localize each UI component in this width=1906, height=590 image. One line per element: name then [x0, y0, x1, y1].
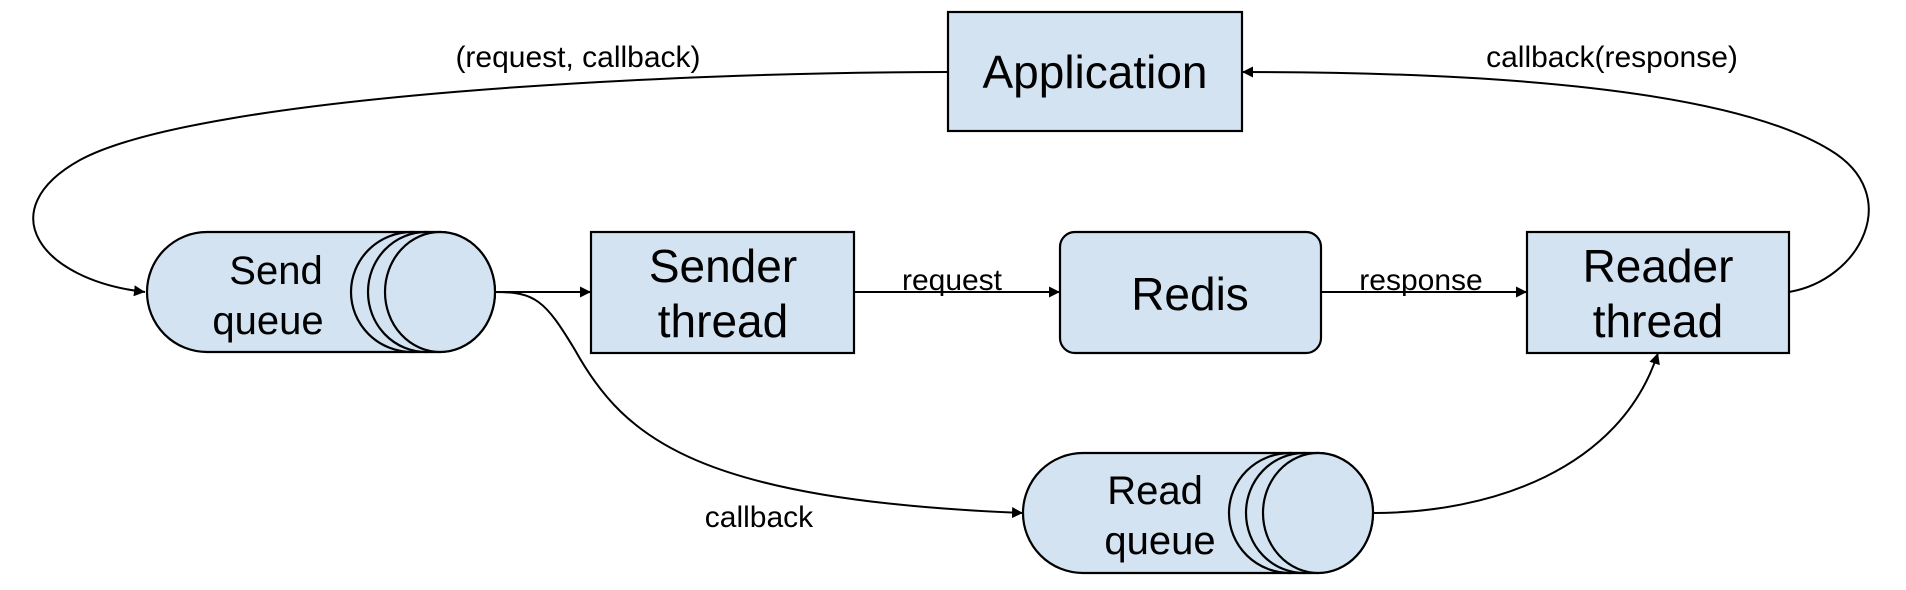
- edge-label-request-callback: (request, callback): [455, 41, 700, 74]
- application-label: Application: [982, 46, 1207, 98]
- edge-reader-thread-to-application: callback(response): [1241, 41, 1870, 293]
- edge-label-callback: callback: [705, 501, 814, 534]
- edge-sender-thread-to-redis: request: [854, 264, 1060, 298]
- sender-thread-label-line1: Sender: [649, 240, 797, 292]
- read-queue-node: Read queue: [1021, 451, 1375, 575]
- redis-label: Redis: [1131, 268, 1249, 320]
- queue-disc-front: [1261, 451, 1375, 575]
- send-queue-node: Send queue: [145, 230, 497, 354]
- edge-application-to-send-queue: (request, callback): [32, 41, 949, 297]
- edge-label-request: request: [902, 264, 1003, 297]
- edge-send-queue-to-read-queue: callback: [494, 291, 1024, 534]
- edge-redis-to-reader-thread: response: [1321, 264, 1527, 298]
- send-queue-label-line1: Send: [229, 249, 322, 293]
- application-node: Application: [946, 10, 1244, 133]
- edge-label-response: response: [1359, 264, 1482, 297]
- redis-node: Redis: [1058, 230, 1323, 355]
- read-queue-label-line1: Read: [1107, 469, 1203, 513]
- sender-thread-node: Sender thread: [589, 230, 856, 355]
- reader-thread-node: Reader thread: [1525, 230, 1791, 355]
- queue-disc-front: [383, 230, 497, 354]
- edge-read-queue-to-reader-thread: [1372, 352, 1660, 514]
- sender-thread-label-line2: thread: [658, 295, 788, 347]
- read-queue-label-line2: queue: [1104, 519, 1215, 563]
- reader-thread-label-line1: Reader: [1583, 240, 1734, 292]
- edge-label-callback-response: callback(response): [1486, 41, 1738, 74]
- send-queue-label-line2: queue: [212, 299, 323, 343]
- reader-thread-label-line2: thread: [1593, 295, 1723, 347]
